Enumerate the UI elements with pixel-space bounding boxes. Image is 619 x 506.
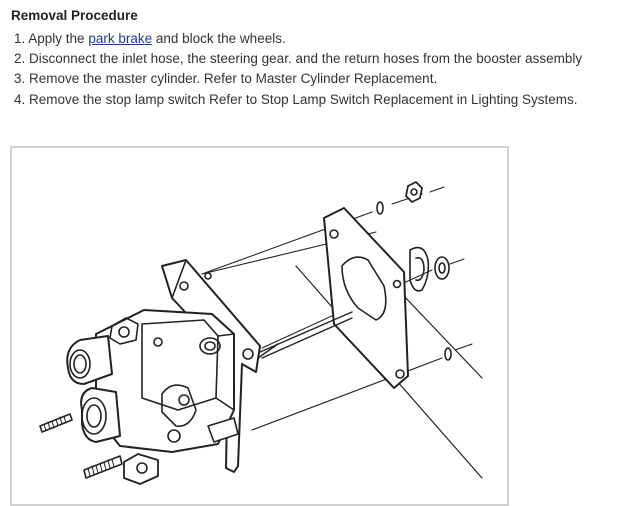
- hose-ports: [66, 335, 121, 443]
- booster-boot: [409, 246, 430, 292]
- step-text-before: Apply the: [28, 31, 89, 46]
- park-brake-link[interactable]: park brake: [88, 31, 153, 46]
- step-number: 1.: [14, 31, 26, 46]
- step-number: 2.: [14, 51, 26, 67]
- step-text-after: and block the wheels.: [152, 31, 286, 46]
- step-3: 3. Remove the master cylinder. Refer to …: [14, 69, 582, 89]
- step-number: 3.: [14, 71, 26, 87]
- step-text: Disconnect the inlet hose, the steering …: [29, 51, 583, 67]
- step-2: 2. Disconnect the inlet hose, the steeri…: [14, 49, 582, 69]
- mounting-hardware: [376, 181, 452, 361]
- booster-exploded-illustration: [39, 181, 483, 485]
- step-4: 4. Remove the stop lamp switch Refer to …: [14, 90, 582, 110]
- step-number: 4.: [14, 91, 26, 107]
- gasket-plate: [323, 207, 409, 389]
- booster-illustration-frame: [10, 146, 509, 506]
- procedure-steps: 1. Apply the park brake and block the wh…: [14, 29, 582, 110]
- step-1: 1. Apply the park brake and block the wh…: [14, 29, 582, 49]
- step-text: Remove the stop lamp switch Refer to Sto…: [29, 91, 578, 107]
- threaded-studs: [39, 413, 123, 479]
- step-text: Remove the master cylinder. Refer to Mas…: [29, 71, 438, 87]
- procedure-heading: Removal Procedure: [11, 8, 138, 23]
